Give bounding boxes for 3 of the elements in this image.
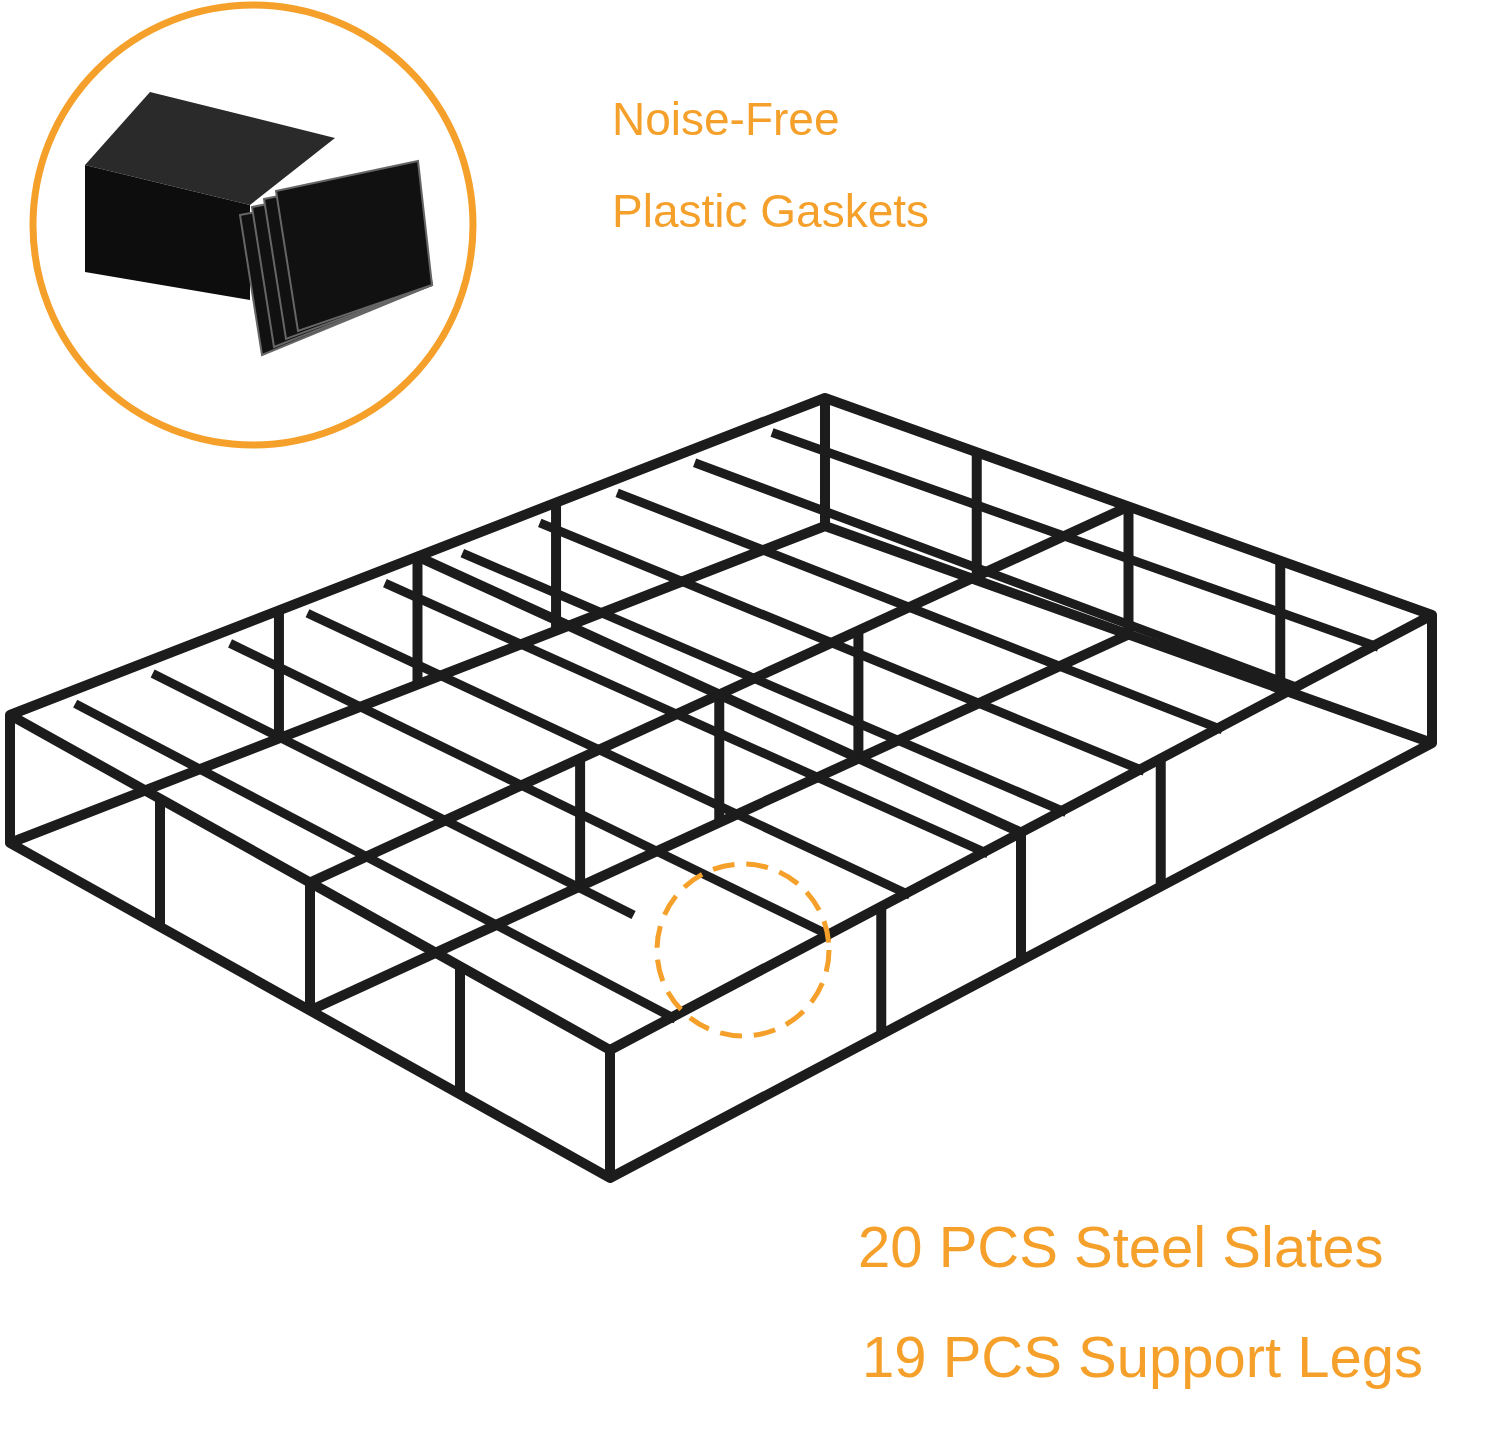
callout-text: Plastic Gaskets [612,188,929,234]
callout-text: 20 PCS Steel Slates [858,1218,1384,1276]
callout-text: Noise-Free [612,96,840,142]
